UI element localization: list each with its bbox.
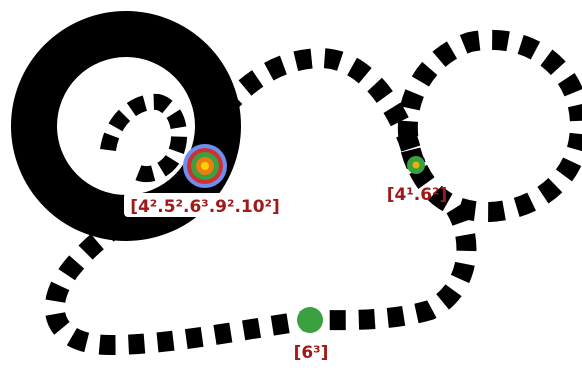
vertex-label-bottom: [6³] — [294, 343, 329, 363]
vertex-label-main: [4².5².6³.9².10²] — [130, 197, 280, 217]
green-dot-icon — [297, 307, 323, 333]
vertex-label-right: [4¹.6²] — [387, 185, 448, 205]
concentric-target-icon — [183, 144, 227, 188]
small-target-icon — [407, 156, 425, 174]
